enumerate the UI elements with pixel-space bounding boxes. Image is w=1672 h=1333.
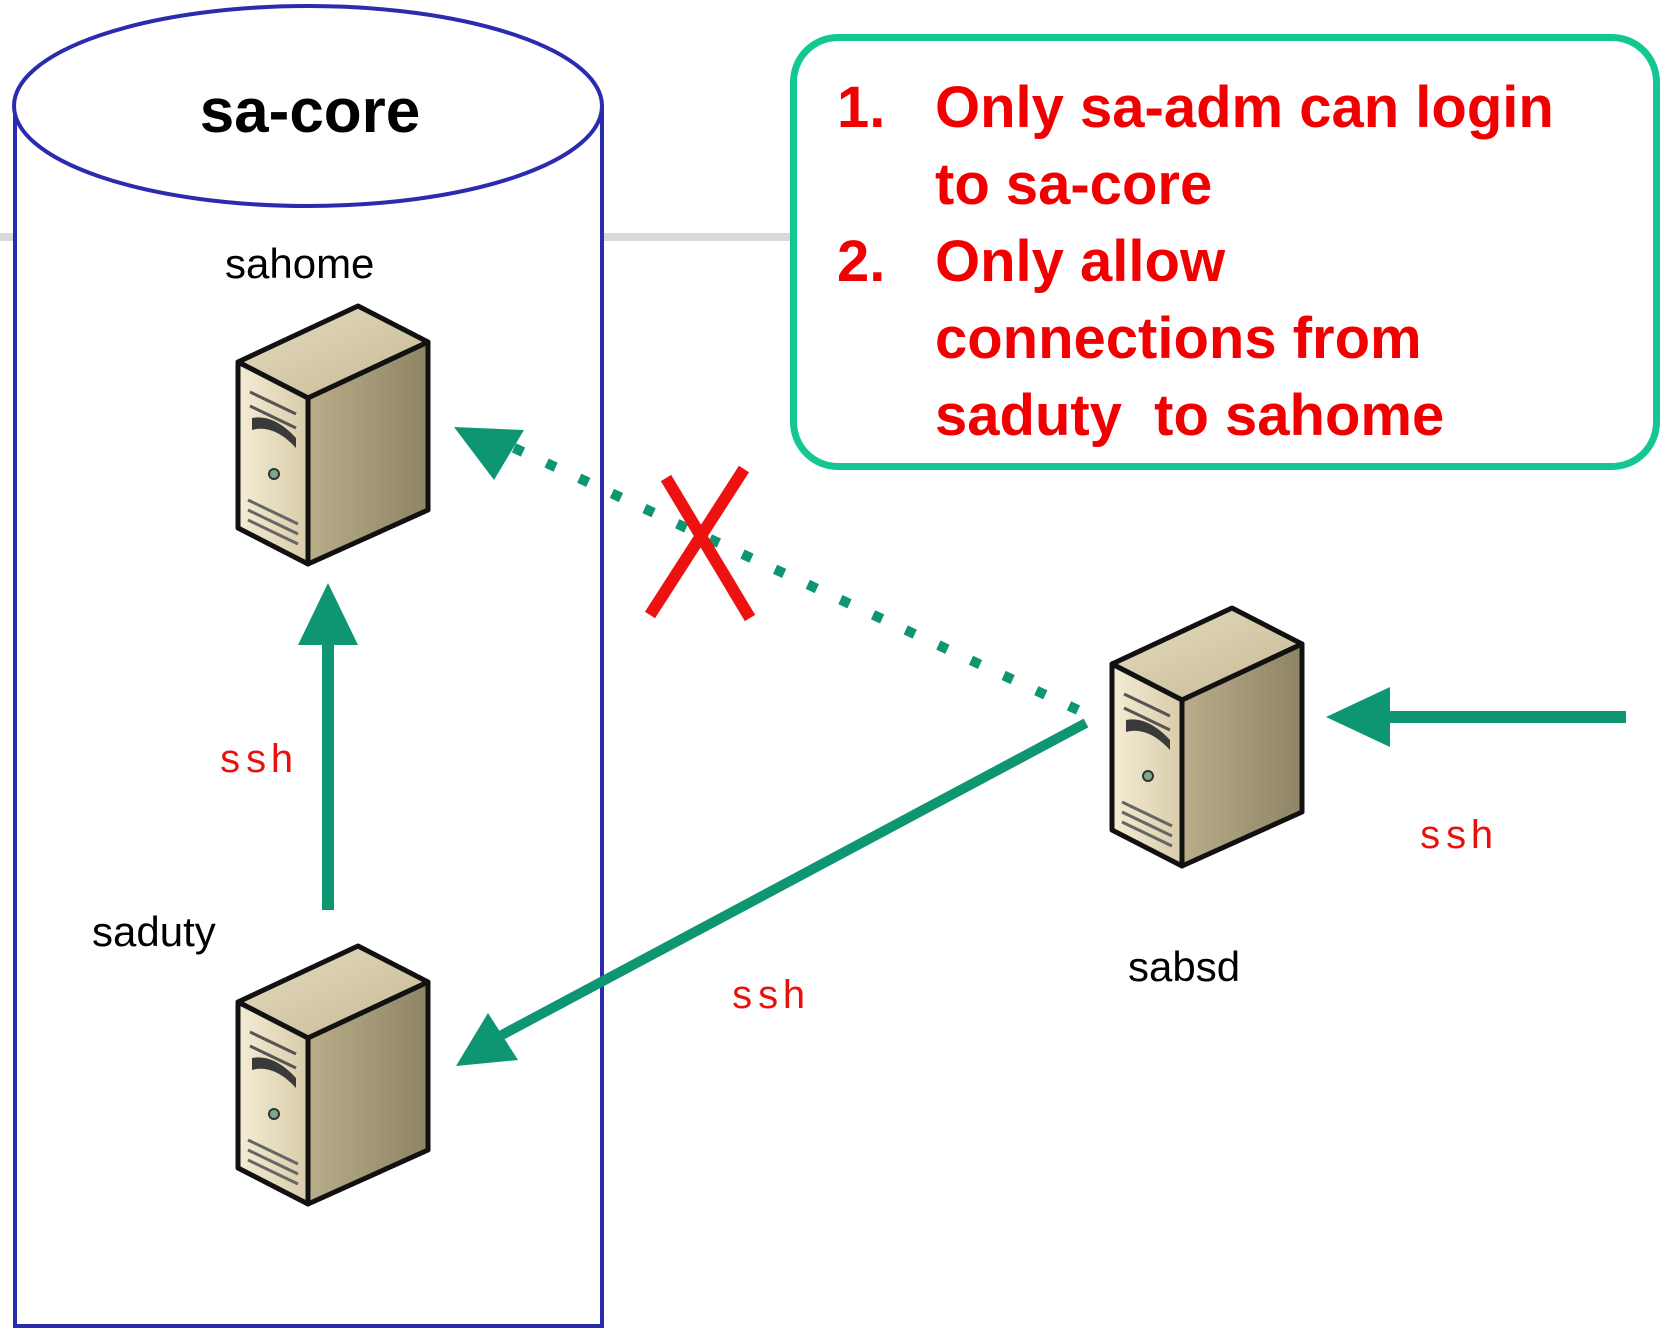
rule-number: 1.	[837, 75, 886, 140]
host-label-sahome: sahome	[225, 240, 375, 287]
host-label-sabsd: sabsd	[1128, 943, 1241, 990]
ssh-label-saduty-sahome: ssh	[218, 740, 297, 785]
arrow-saduty-to-sahome	[298, 583, 358, 910]
policy-rules-box: 1. Only sa-adm can login to sa-core 2. O…	[790, 34, 1660, 470]
rule-line: saduty to sahome	[935, 383, 1445, 448]
arrow-sabsd-to-saduty	[456, 718, 1089, 1066]
rule-line: Only sa-adm can login	[935, 75, 1554, 140]
rule-number: 2.	[837, 229, 886, 294]
host-label-saduty: saduty	[92, 908, 216, 955]
x-mark-icon	[644, 465, 756, 622]
ssh-label-external-sabsd: ssh	[1418, 816, 1497, 861]
sabsd-server-icon	[1112, 608, 1302, 866]
ssh-label-sabsd-saduty: ssh	[730, 976, 809, 1021]
rule-line: connections from	[935, 306, 1422, 371]
rule-line: to sa-core	[935, 152, 1213, 217]
policy-rules-list: 1. Only sa-adm can login to sa-core 2. O…	[837, 69, 1554, 454]
sa-core-cylinder	[12, 4, 604, 1328]
arrow-sabsd-to-sahome-blocked	[454, 427, 1081, 715]
arrow-external-to-sabsd	[1326, 687, 1626, 747]
policy-rule: 2. Only allow connections from saduty to…	[837, 223, 1554, 454]
policy-rule: 1. Only sa-adm can login to sa-core	[837, 69, 1554, 223]
rule-line: Only allow	[935, 229, 1226, 294]
cluster-title: sa-core	[199, 77, 421, 146]
